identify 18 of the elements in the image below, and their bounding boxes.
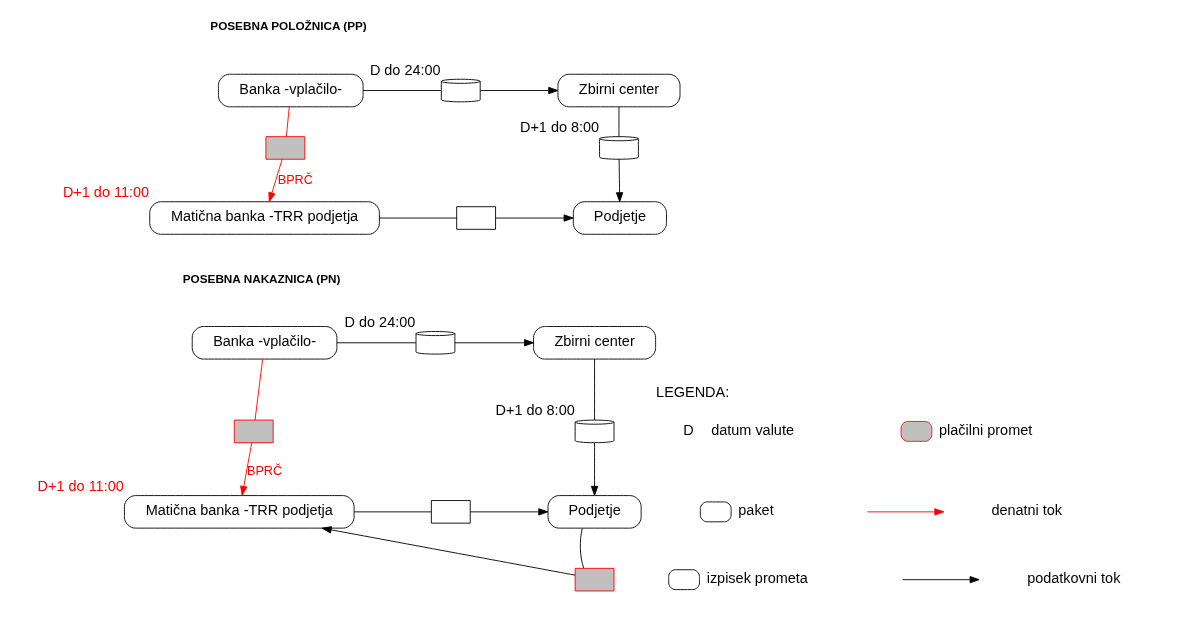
- legend-label: izpisek prometa: [706, 570, 808, 587]
- legend-label: datum valute: [710, 421, 794, 438]
- node-label: D+1 do 11:00: [37, 477, 124, 494]
- node-label: D+1 do 11:00: [62, 184, 149, 201]
- label: POSEBNA POLOŽNICA (PP): [209, 19, 367, 33]
- node-label: D do 24:00: [369, 61, 441, 78]
- edge-label: BPRČ: [246, 463, 282, 478]
- legend-label: paket: [737, 502, 774, 519]
- node-label: D+1 do 8:00: [495, 402, 575, 419]
- legend-label: podatkovni tok: [1026, 570, 1120, 587]
- node-label: D do 24:00: [344, 313, 415, 330]
- label: D: [682, 421, 694, 438]
- legend-label: denatni tok: [990, 502, 1062, 519]
- legend-label: plačilni promet: [938, 421, 1032, 438]
- node-label: D+1 do 8:00: [519, 118, 599, 135]
- label: POSEBNA NAKAZNICA (PN): [182, 271, 340, 285]
- label: LEGENDA:: [655, 383, 729, 400]
- edge-label: BPRČ: [277, 172, 313, 187]
